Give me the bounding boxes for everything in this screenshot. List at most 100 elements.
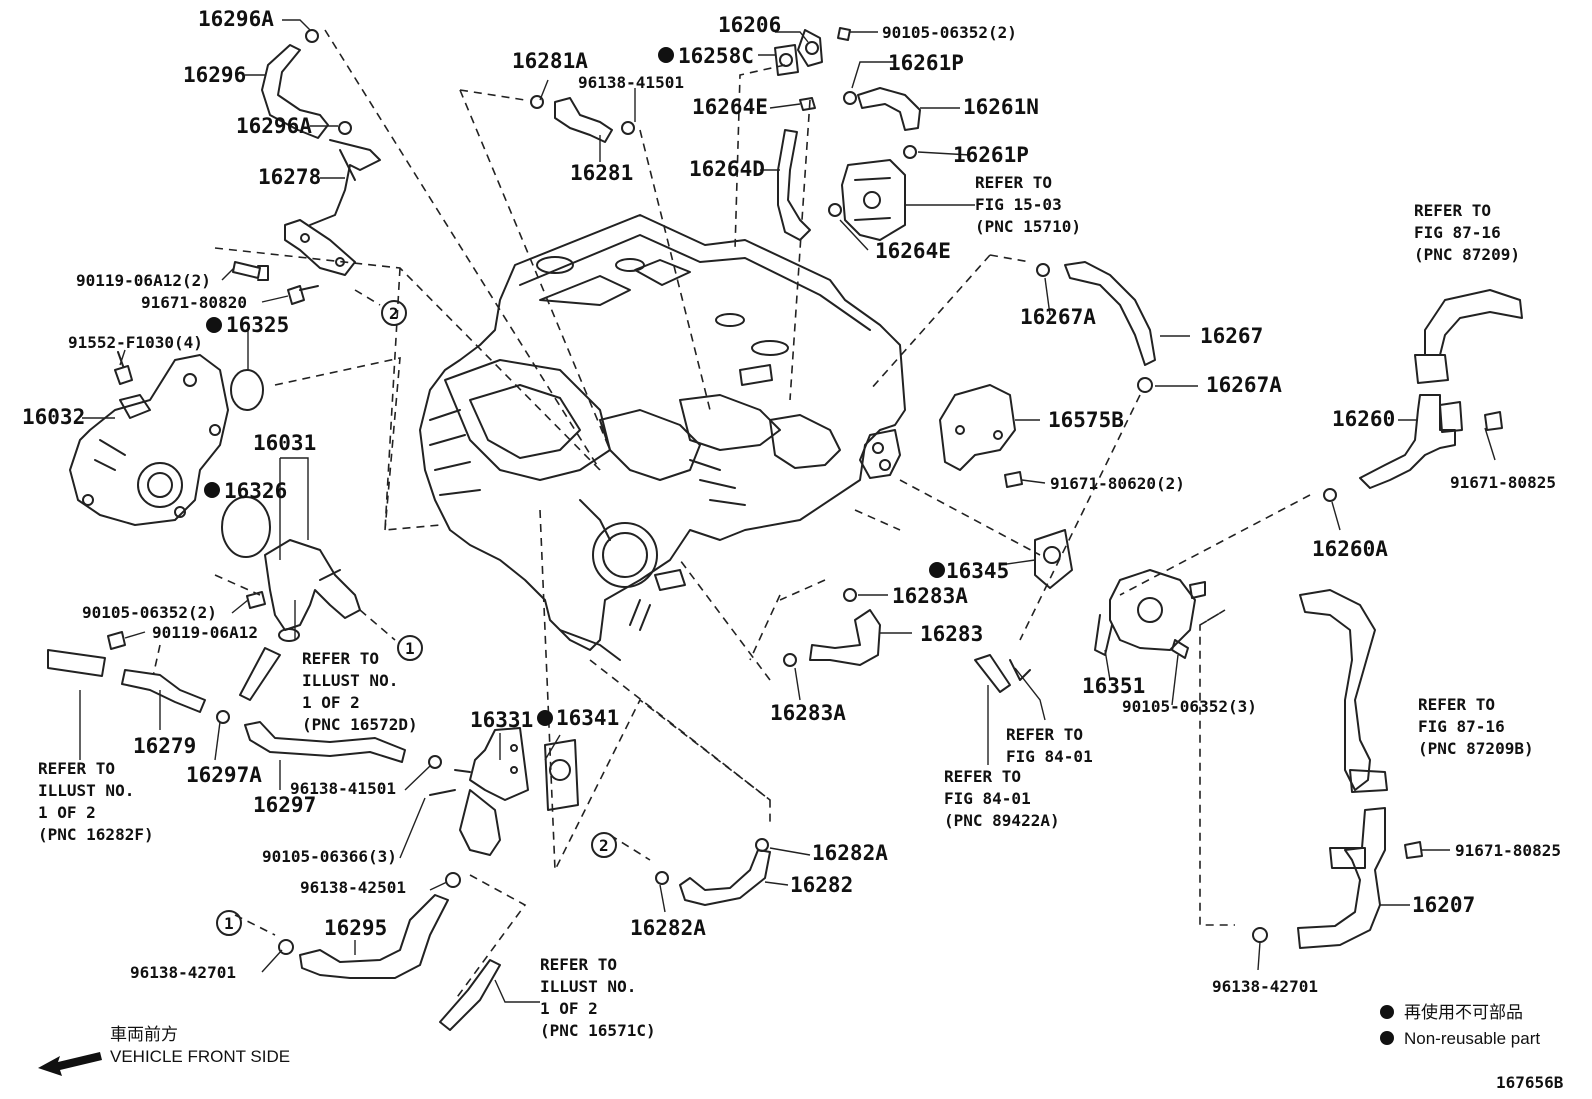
nonreusable-dot-16325: [206, 317, 222, 333]
refer-note-line: ILLUST NO.: [38, 781, 134, 800]
label-96138-41501: 96138-41501: [578, 73, 684, 92]
label-16282: 16282: [790, 873, 853, 897]
label-16260: 16260: [1332, 407, 1395, 431]
refer-note-line: FIG 87-16: [1414, 223, 1501, 242]
label-16267A: 16267A: [1206, 373, 1282, 397]
refer-note-line: REFER TO: [1006, 725, 1083, 744]
refer-note-line: REFER TO: [1414, 201, 1491, 220]
refer-note-line: 1 OF 2: [302, 693, 360, 712]
callout-markers: 2 1 2 1: [216, 300, 617, 936]
refer-note-line: 1 OF 2: [540, 999, 598, 1018]
label-16261N: 16261N: [963, 95, 1039, 119]
label-96138-42501: 96138-42501: [300, 878, 406, 897]
label-16296A: 16296A: [198, 7, 274, 31]
refer-note-line: (PNC 16571C): [540, 1021, 656, 1040]
label-16325: 16325: [226, 313, 289, 337]
label-16331: 16331: [470, 708, 533, 732]
label-91671-80825: 91671-80825: [1455, 841, 1561, 860]
label-16341: 16341: [556, 706, 619, 730]
refer-note-line: (PNC 16572D): [302, 715, 418, 734]
vehicle-front-arrow-icon: [38, 1052, 102, 1076]
refer-note-line: FIG 87-16: [1418, 717, 1505, 736]
label-16283A: 16283A: [770, 701, 846, 725]
label-90105-06366: 90105-06366(3): [262, 847, 397, 866]
refer-note-line: REFER TO: [540, 955, 617, 974]
label-96138-42701: 96138-42701: [130, 963, 236, 982]
label-91552-F1030: 91552-F1030(4): [68, 333, 203, 352]
label-16260A: 16260A: [1312, 537, 1388, 561]
nonreusable-dot-16326: [204, 482, 220, 498]
label-90119-06A12: 90119-06A12: [152, 623, 258, 642]
callout-1-b: [216, 910, 242, 936]
label-16267: 16267: [1200, 324, 1263, 348]
label-16279: 16279: [133, 734, 196, 758]
label-16296: 16296: [183, 63, 246, 87]
label-16296A: 16296A: [236, 114, 312, 138]
refer-note-line: 1 OF 2: [38, 803, 96, 822]
label-16326: 16326: [224, 479, 287, 503]
refer-note-line: (PNC 87209): [1414, 245, 1520, 264]
legend: 再使用不可部品 Non-reusable part: [1380, 1002, 1540, 1048]
label-91671-80820: 91671-80820: [141, 293, 247, 312]
label-16264D: 16264D: [689, 157, 765, 181]
legend-dot-icon: [1380, 1031, 1394, 1045]
label-16295: 16295: [324, 916, 387, 940]
label-16264E: 16264E: [692, 95, 768, 119]
refer-note-line: REFER TO: [975, 173, 1052, 192]
label-16575B: 16575B: [1048, 408, 1124, 432]
label-16297: 16297: [253, 793, 316, 817]
label-16278: 16278: [258, 165, 321, 189]
nonreusable-dot-16345: [929, 562, 945, 578]
refer-note-line: (PNC 15710): [975, 217, 1081, 236]
refer-note-line: REFER TO: [302, 649, 379, 668]
refer-note-line: REFER TO: [1418, 695, 1495, 714]
refer-note-line: FIG 15-03: [975, 195, 1062, 214]
nonreusable-dot-16341: [537, 710, 553, 726]
refer-note-line: (PNC 87209B): [1418, 739, 1534, 758]
label-96138-41501: 96138-41501: [290, 779, 396, 798]
reference-lines: [149, 29, 1311, 1001]
label-90105-06352: 90105-06352(2): [882, 23, 1017, 42]
direction-label-en: VEHICLE FRONT SIDE: [110, 1047, 290, 1066]
callout-1-a: [397, 635, 423, 661]
label-16267A: 16267A: [1020, 305, 1096, 329]
label-90105-06352: 90105-06352(2): [82, 603, 217, 622]
refer-note-line: FIG 84-01: [944, 789, 1031, 808]
refer-note-line: REFER TO: [944, 767, 1021, 786]
refer-note-line: (PNC 16282F): [38, 825, 154, 844]
label-16282A: 16282A: [630, 916, 706, 940]
refer-note-line: REFER TO: [38, 759, 115, 778]
label-16206: 16206: [718, 13, 781, 37]
legend-jp: 再使用不可部品: [1404, 1002, 1523, 1022]
label-16258C: 16258C: [678, 44, 754, 68]
label-16283A: 16283A: [892, 584, 968, 608]
refer-note-line: ILLUST NO.: [302, 671, 398, 690]
label-16032: 16032: [22, 405, 85, 429]
refer-note-line: 2: [389, 304, 399, 323]
label-91671-80825: 91671-80825: [1450, 473, 1556, 492]
label-16264E: 16264E: [875, 239, 951, 263]
refer-note-line: 1: [405, 639, 415, 658]
label-16297A: 16297A: [186, 763, 262, 787]
label-16031: 16031: [253, 431, 316, 455]
diagram-id: 167656B: [1496, 1073, 1564, 1092]
legend-dot-icon: [1380, 1005, 1394, 1019]
direction-label-jp: 車両前方: [110, 1025, 178, 1044]
callout-2-b: [591, 832, 617, 858]
label-91671-80620: 91671-80620(2): [1050, 474, 1185, 493]
non-reusable-markers: [204, 47, 945, 726]
label-16281A: 16281A: [512, 49, 588, 73]
label-16345: 16345: [946, 559, 1009, 583]
legend-en: Non-reusable part: [1404, 1029, 1540, 1048]
refer-note-line: ILLUST NO.: [540, 977, 636, 996]
callout-2-a: [381, 300, 407, 326]
refer-note-line: 1: [224, 914, 234, 933]
label-16351: 16351: [1082, 674, 1145, 698]
label-16283: 16283: [920, 622, 983, 646]
label-16281: 16281: [570, 161, 633, 185]
label-16282A: 16282A: [812, 841, 888, 865]
part-shapes: [47, 27, 1523, 1031]
label-16207: 16207: [1412, 893, 1475, 917]
